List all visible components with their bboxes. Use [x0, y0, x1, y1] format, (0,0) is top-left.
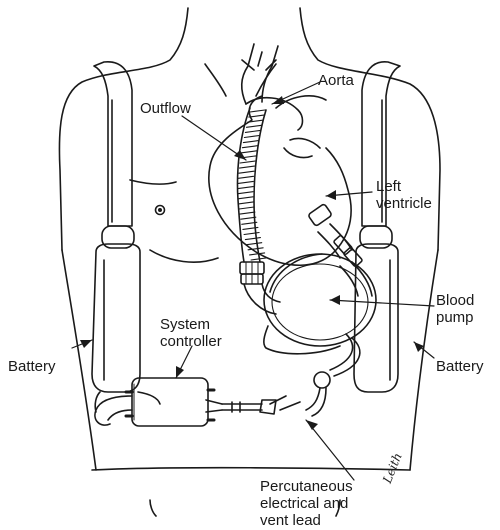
left-battery-harness — [92, 62, 140, 392]
navel-icon — [156, 206, 165, 215]
blood-pump-label: Blood pump — [436, 292, 474, 326]
battery-left-label: Battery — [8, 358, 56, 375]
outflow-label: Outflow — [140, 100, 191, 117]
heart — [209, 96, 351, 265]
right-battery-harness — [354, 62, 400, 392]
system-controller-label: System controller — [160, 316, 222, 350]
percutaneous-lead-label: Percutaneous electrical and vent lead — [260, 478, 353, 529]
system-controller — [95, 378, 222, 426]
battery-right-label: Battery — [436, 358, 484, 375]
left-ventricle-label: Left ventricle — [376, 178, 432, 212]
aorta-label: Aorta — [318, 72, 354, 89]
